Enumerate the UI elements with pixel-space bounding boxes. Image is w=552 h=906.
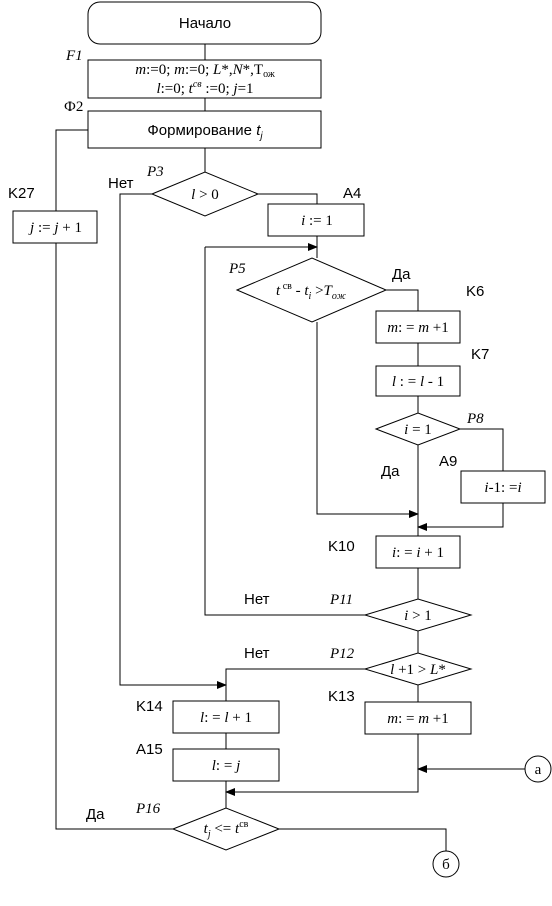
decision-p11: P11 i > 1 Нет <box>244 591 473 632</box>
k13-text: m: = m +1 <box>387 711 449 727</box>
decision-p16: P16 tj <= tсв Да <box>86 801 281 851</box>
p5-cond: t св - ti >Tож <box>276 281 347 302</box>
block-k6: K6 m: = m +1 <box>375 283 484 344</box>
block-k10: K10 i: = i + 1 <box>328 535 461 569</box>
block-f1: F1 m:=0; m:=0; L*,N*,Tож l:=0; tсв :=0; … <box>65 48 322 99</box>
p11-cond: i > 1 <box>404 608 432 624</box>
k6-tag: K6 <box>466 283 484 300</box>
block-a9: A9 i-1: =i <box>439 453 546 504</box>
k14-text: l: = l + 1 <box>200 710 252 726</box>
k7-text: l : = l - 1 <box>392 374 444 390</box>
a4-text: i := 1 <box>301 213 333 229</box>
f1-line2: l:=0; tсв :=0; j=1 <box>156 79 253 97</box>
connector-a-label: а <box>535 762 542 778</box>
k27-tag: K27 <box>8 185 35 202</box>
p8-yes-label: Да <box>381 463 400 480</box>
f1-line1: m:=0; m:=0; L*,N*,Tож <box>135 62 275 80</box>
decision-p8: P8 i = 1 Да <box>374 411 484 480</box>
k13-tag: K13 <box>328 688 355 705</box>
k14-tag: K14 <box>136 698 163 715</box>
k10-text: i: = i + 1 <box>392 545 444 561</box>
p12-tag: P12 <box>329 646 355 662</box>
a9-text: i-1: =i <box>484 480 521 496</box>
decision-p3: P3 l > 0 Нет <box>108 164 260 217</box>
block-k7: K7 l : = l - 1 <box>375 346 489 397</box>
k10-tag: K10 <box>328 538 355 555</box>
p16-tag: P16 <box>135 801 161 817</box>
p8-tag: P8 <box>466 411 484 427</box>
start-label: Начало <box>179 15 231 32</box>
block-k13: K13 m: = m +1 <box>328 688 472 735</box>
block-f2: Ф2 Формирование tj <box>64 99 322 149</box>
a9-tag: A9 <box>439 453 457 470</box>
a4-tag: A4 <box>343 185 361 202</box>
block-k14: K14 l: = l + 1 <box>136 698 280 734</box>
p16-cond: tj <= tсв <box>204 819 249 840</box>
p12-no-label: Нет <box>244 645 270 662</box>
p16-yes-label: Да <box>86 806 105 823</box>
p11-no-label: Нет <box>244 591 270 608</box>
connector-b: б <box>432 850 460 878</box>
decision-p5: P5 t св - ti >Tож Да <box>228 257 411 323</box>
f2-text: Формирование tj <box>147 122 263 142</box>
k27-text: j := j + 1 <box>28 220 82 236</box>
block-a15: A15 l: = j <box>136 741 280 782</box>
start-block: Начало <box>87 1 322 45</box>
connector-a: а <box>524 755 552 783</box>
p8-cond: i = 1 <box>404 422 432 438</box>
p5-tag: P5 <box>228 261 246 277</box>
p12-cond: l +1 > L* <box>390 662 446 678</box>
block-a4: A4 i := 1 <box>267 185 365 237</box>
k6-text: m: = m +1 <box>387 320 449 336</box>
p5-yes-label: Да <box>392 266 411 283</box>
p11-tag: P11 <box>329 592 353 608</box>
a15-tag: A15 <box>136 741 163 758</box>
a15-text: l: = j <box>212 758 240 774</box>
k7-tag: K7 <box>471 346 489 363</box>
decision-p12: P12 l +1 > L* Нет <box>244 645 473 686</box>
f1-tag: F1 <box>65 48 83 64</box>
block-k27: K27 j := j + 1 <box>8 185 98 244</box>
connector-b-label: б <box>442 857 450 873</box>
p3-no-label: Нет <box>108 175 134 192</box>
p3-tag: P3 <box>146 164 164 180</box>
p3-cond: l > 0 <box>191 187 219 203</box>
connector-lines <box>55 44 525 852</box>
f2-tag: Ф2 <box>64 99 83 115</box>
